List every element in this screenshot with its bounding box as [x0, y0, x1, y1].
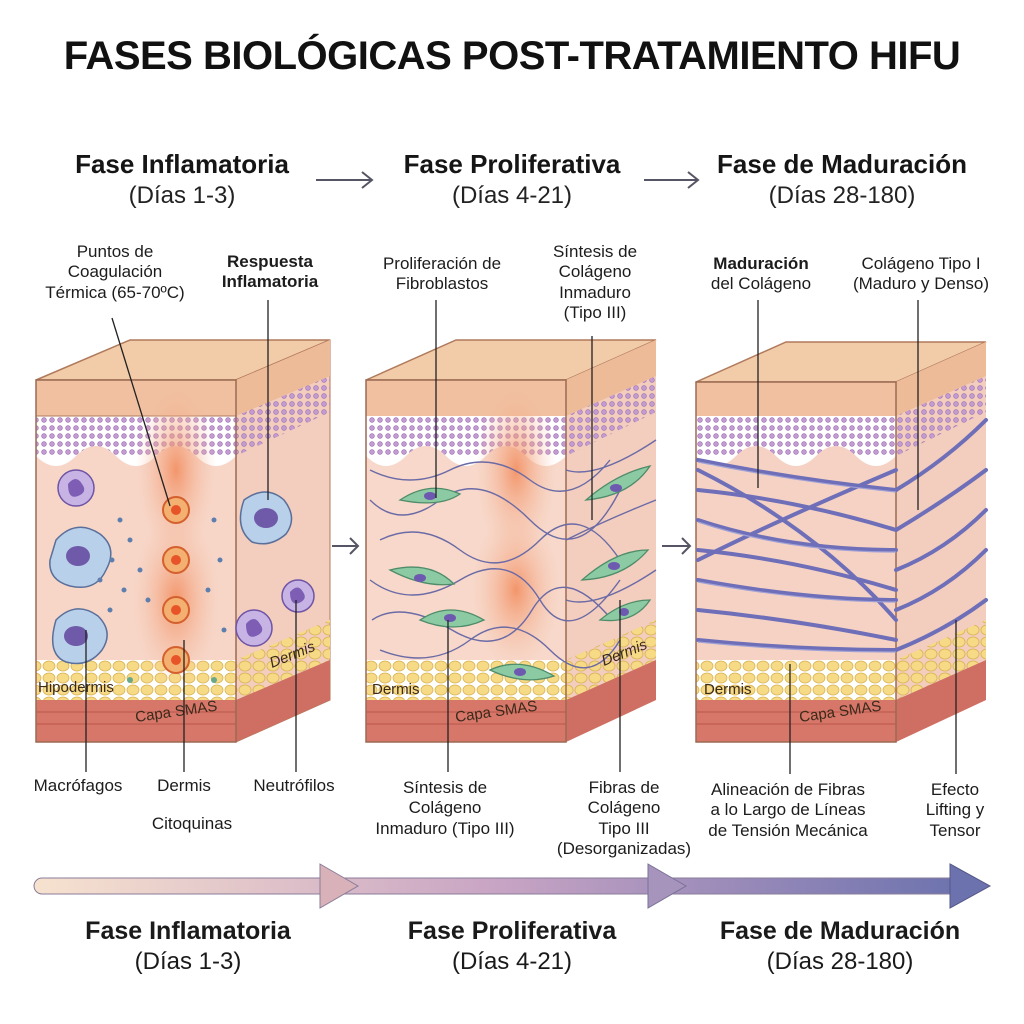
phase-days: (Días 28-180) [768, 181, 916, 209]
leader-lines-1 [85, 300, 297, 772]
header-arrow-2 [644, 171, 700, 189]
label-immature-collagen-synthesis-top: Síntesis de Colágeno Inmaduro (Tipo III) [552, 242, 638, 323]
cytokines [97, 517, 227, 683]
panel-arrow-1 [332, 537, 360, 555]
panel-proliferativa: Dermis Capa SMAS Dermis [365, 300, 657, 772]
phase-header-proliferativa: Fase Proliferativa (Días 4-21) [382, 148, 642, 211]
label-coagulation-points: Puntos de Coagulación Térmica (65-70ºC) [45, 242, 185, 302]
fibroblasts [388, 464, 652, 681]
label-immature-collagen-synthesis-bottom: Síntesis de Colágeno Inmaduro (Tipo III) [375, 778, 515, 838]
leader-lines-3 [757, 300, 957, 774]
macrophages [49, 491, 293, 665]
leader-lines-2 [435, 300, 621, 772]
phase-days: (Días 4-21) [451, 948, 573, 976]
label-collagen-type-i: Colágeno Tipo I (Maduro y Denso) [852, 254, 990, 294]
label-collagen-maturation-rest: del Colágeno [710, 274, 812, 294]
phase-header-maduracion: Fase de Maduración (Días 28-180) [712, 148, 972, 211]
timeline-phase-maduracion: Fase de Maduración (Días 28-180) [700, 916, 980, 977]
phase-name: Fase Inflamatoria [75, 149, 289, 179]
phase-days: (Días 1-3) [134, 948, 242, 976]
header-arrow-1 [316, 171, 374, 189]
phase-days: (Días 28-180) [766, 948, 914, 976]
phase-name: Fase de Maduración [717, 149, 967, 179]
coagulation-points [162, 496, 190, 674]
panel-maduracion: Dermis Capa SMAS [695, 300, 988, 774]
page-title: FASES BIOLÓGICAS POST-TRATAMIENTO HIFU [63, 34, 961, 78]
phase-name: Fase Inflamatoria [85, 917, 291, 945]
label-fibroblast-proliferation: Proliferación de Fibroblastos [382, 254, 502, 294]
phase-name: Fase de Maduración [719, 917, 961, 945]
panel-inflamatoria: Hipodermis Capa SMAS Dermis [35, 300, 331, 772]
phase-days: (Días 1-3) [128, 181, 236, 209]
label-inflammatory-response: Respuesta Inflamatoria [221, 252, 319, 292]
label-lifting-effect: Efecto Lifting y Tensor [925, 780, 985, 840]
label-cytokines: Citoquinas [151, 814, 233, 833]
panel-arrow-2 [662, 537, 692, 555]
phase-header-inflamatoria: Fase Inflamatoria (Días 1-3) [52, 148, 312, 211]
timeline-phase-inflamatoria: Fase Inflamatoria (Días 1-3) [48, 916, 328, 977]
label-dermis: Dermis [157, 776, 211, 795]
label-neutrophils: Neutrófilos [253, 776, 335, 795]
label-fiber-alignment: Alineación de Fibras a lo Largo de Línea… [708, 780, 868, 840]
neutrophils [57, 469, 315, 647]
label-macrophages: Macrófagos [33, 776, 123, 795]
label-collagen-maturation-bold: Maduración [713, 254, 809, 273]
phase-name: Fase Proliferativa [403, 149, 621, 179]
layer-label-dermis: Dermis [372, 681, 420, 698]
layer-label-hipodermis: Hipodermis [38, 679, 114, 696]
timeline-phase-proliferativa: Fase Proliferativa (Días 4-21) [372, 916, 652, 977]
label-collagen-fibers-disorganized: Fibras de Colágeno Tipo III (Desorganiza… [556, 778, 692, 859]
immature-collagen-fibers [369, 439, 657, 669]
timeline-arrow [33, 863, 992, 909]
phase-name: Fase Proliferativa [407, 917, 617, 945]
phase-days: (Días 4-21) [451, 181, 573, 209]
collagen-highlights [697, 461, 897, 653]
layer-label-dermis: Dermis [704, 681, 752, 698]
mature-collagen-fibers [696, 418, 988, 652]
